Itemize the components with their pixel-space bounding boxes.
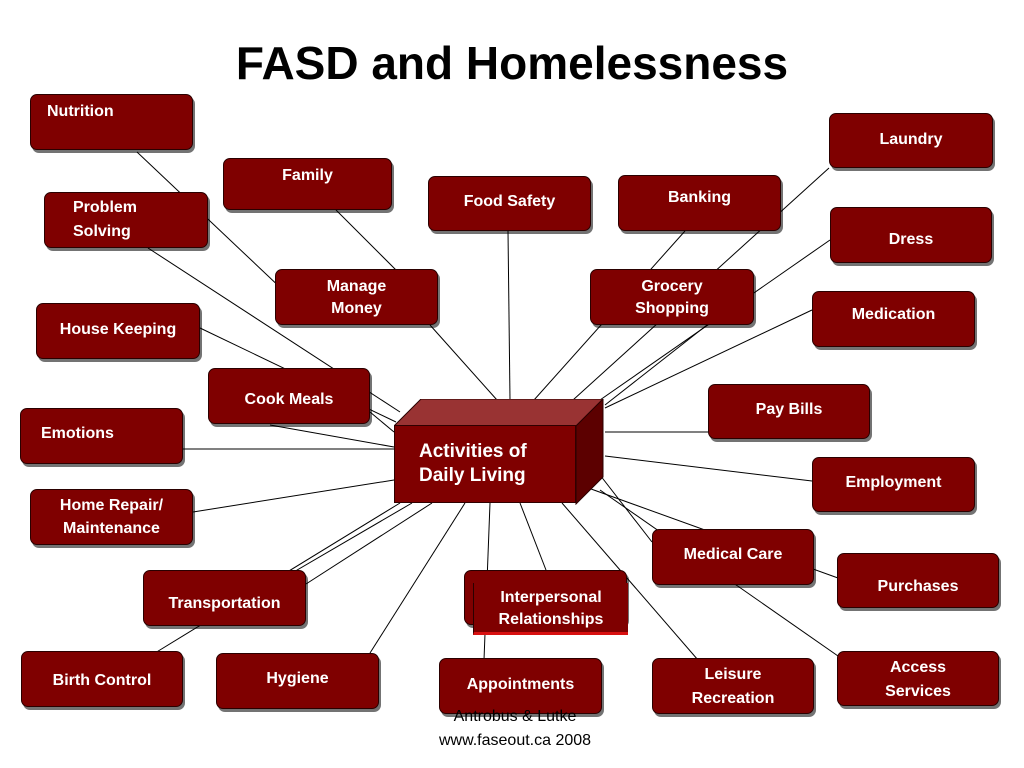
node-banking-label: Banking bbox=[667, 189, 732, 206]
node-hygiene-label: Hygiene bbox=[266, 670, 329, 687]
node-family: Family bbox=[223, 158, 392, 210]
node-grocery-shopping: Grocery Shopping bbox=[590, 269, 754, 325]
node-access-services-line1: Access bbox=[889, 659, 947, 676]
node-medication: Medication bbox=[812, 291, 975, 347]
connector-hygiene bbox=[369, 502, 466, 654]
page-title: FASD and Homelessness bbox=[235, 37, 789, 89]
node-appointments: Appointments bbox=[439, 658, 602, 714]
node-problem-solving-line2: Solving bbox=[73, 223, 131, 240]
node-cook-meals-label: Cook Meals bbox=[244, 391, 334, 408]
node-home-repair-line1: Home Repair/ bbox=[59, 497, 164, 514]
connector-nutrition bbox=[136, 151, 286, 293]
connector-home-repair bbox=[192, 479, 395, 513]
node-dress-label: Dress bbox=[888, 231, 934, 248]
node-interpersonal-relationships: Interpersonal Relationships bbox=[464, 570, 628, 635]
node-emotions: Emotions bbox=[20, 408, 183, 464]
connector-leisure bbox=[561, 502, 699, 661]
node-grocery-shopping-line2: Shopping bbox=[635, 300, 709, 317]
node-purchases: Purchases bbox=[837, 553, 999, 608]
connector-family bbox=[335, 209, 399, 273]
node-nutrition: Nutrition bbox=[30, 94, 193, 150]
connector-transportation bbox=[305, 502, 433, 585]
node-leisure-line1: Leisure bbox=[704, 666, 762, 683]
node-manage-money-line1: Manage bbox=[326, 278, 387, 295]
node-medical-care: Medical Care bbox=[652, 529, 814, 585]
central-node-activities-daily-living: Activities of Daily Living bbox=[394, 425, 576, 503]
node-employment-label: Employment bbox=[845, 474, 942, 491]
node-grocery-shopping-line1: Grocery bbox=[641, 278, 703, 295]
node-emotions-label: Emotions bbox=[41, 425, 114, 442]
connector-grocery-shopping bbox=[604, 324, 708, 406]
node-food-safety-label: Food Safety bbox=[463, 193, 556, 210]
node-leisure-recreation: Leisure Recreation bbox=[652, 658, 814, 714]
connector-cook-meals bbox=[369, 411, 395, 433]
node-family-label: Family bbox=[282, 167, 333, 184]
node-nutrition-label: Nutrition bbox=[47, 103, 114, 120]
node-purchases-label: Purchases bbox=[877, 578, 959, 595]
node-house-keeping-label: House Keeping bbox=[59, 321, 177, 338]
node-laundry-label: Laundry bbox=[879, 131, 943, 148]
node-house-keeping: House Keeping bbox=[36, 303, 200, 359]
node-pay-bills: Pay Bills bbox=[708, 384, 870, 439]
node-access-services-line2: Services bbox=[885, 683, 951, 700]
node-birth-control: Birth Control bbox=[21, 651, 183, 707]
node-problem-solving: Problem Solving bbox=[44, 192, 208, 248]
cube-icon bbox=[394, 399, 604, 505]
node-transportation-label: Transportation bbox=[168, 595, 281, 612]
node-pay-bills-label: Pay Bills bbox=[755, 401, 823, 418]
node-manage-money-line2: Money bbox=[331, 300, 382, 317]
central-node-line2: Daily Living bbox=[419, 465, 526, 486]
node-appointments-label: Appointments bbox=[466, 676, 575, 693]
central-node-line1: Activities of bbox=[419, 441, 527, 462]
node-home-repair: Home Repair/ Maintenance bbox=[30, 489, 193, 545]
node-banking: Banking bbox=[618, 175, 781, 231]
node-interpersonal-line2: Relationships bbox=[498, 611, 604, 628]
node-medical-care-label: Medical Care bbox=[683, 546, 783, 563]
connector-medication bbox=[604, 309, 813, 409]
node-transportation: Transportation bbox=[143, 570, 306, 626]
connector-cook-meals-b bbox=[269, 424, 395, 448]
connector-food-safety bbox=[507, 230, 511, 401]
connector-transportation-b bbox=[279, 502, 413, 581]
node-birth-control-label: Birth Control bbox=[52, 672, 152, 689]
connector-employment bbox=[604, 455, 813, 482]
node-cook-meals: Cook Meals bbox=[208, 368, 370, 424]
node-leisure-line2: Recreation bbox=[691, 690, 775, 707]
node-problem-solving-line1: Problem bbox=[73, 199, 138, 216]
connector-interpersonal bbox=[519, 502, 547, 571]
footer-credit-authors: Antrobus & Lutke bbox=[453, 708, 577, 725]
node-home-repair-line2: Maintenance bbox=[63, 520, 160, 537]
connector-manage-money bbox=[429, 324, 498, 401]
node-hygiene: Hygiene bbox=[216, 653, 379, 709]
footer-credit-url-year: www.faseout.ca 2008 bbox=[438, 732, 592, 749]
node-medication-label: Medication bbox=[851, 306, 936, 323]
node-employment: Employment bbox=[812, 457, 975, 512]
node-laundry: Laundry bbox=[829, 113, 993, 168]
node-access-services: Access Services bbox=[837, 651, 999, 706]
node-manage-money: Manage Money bbox=[275, 269, 438, 325]
node-interpersonal-line1: Interpersonal bbox=[500, 589, 602, 606]
node-dress: Dress bbox=[830, 207, 992, 263]
node-food-safety: Food Safety bbox=[428, 176, 591, 231]
